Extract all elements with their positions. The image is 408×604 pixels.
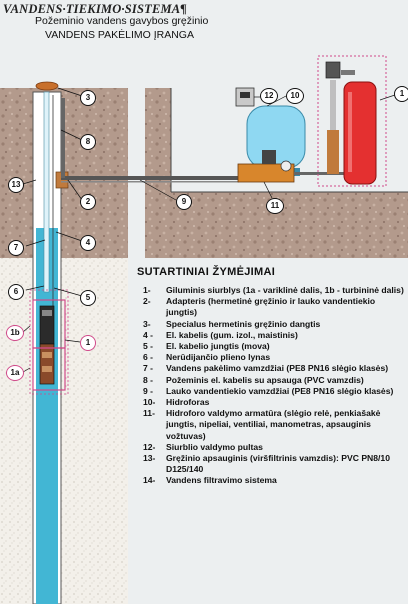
legend-num: 2- [143, 296, 151, 307]
legend-text: Gręžinio apsauginis (viršfiltrinis vamzd… [166, 453, 390, 475]
pump-group-highlight [29, 289, 69, 395]
callout-8: 8 [80, 134, 96, 150]
house-wall [145, 88, 171, 192]
legend-item: 11- Hidroforo valdymo armatūra (slėgio re… [143, 408, 405, 442]
legend-text: Specialus hermetinis gręžinio dangtis [166, 318, 321, 329]
callout-2: 2 [80, 194, 96, 210]
legend-num: 3- [143, 318, 151, 329]
legend-text: Hidroforas [166, 397, 210, 408]
legend-item: 9 - Lauko vandentiekio vamzdžiai (PE8 PN1… [143, 386, 405, 397]
house-pipe [294, 172, 354, 175]
well-cap [35, 81, 59, 91]
legend-text: Vandens filtravimo sistema [166, 475, 277, 486]
callout-10: 10 [286, 88, 304, 104]
subtitle-line-2: VANDENS PAKĖLIMO ĮRANGA [45, 29, 194, 41]
filter-highlight [317, 55, 387, 187]
legend-item: 7 - Vandens pakėlimo vamzdžiai (PE8 PN16 … [143, 363, 405, 374]
legend-num: 8 - [143, 374, 154, 385]
rising-pipe [43, 91, 50, 293]
legend-num: 1- [143, 285, 151, 295]
callout-9: 9 [176, 194, 192, 210]
callout-14: 1 [394, 86, 408, 102]
pump-motor-highlight [32, 347, 66, 391]
callout-4: 4 [80, 235, 96, 251]
legend-text: Hidroforo valdymo armatūra (slėgio relė,… [166, 408, 381, 441]
callout-13: 13 [8, 177, 24, 193]
legend-text: Giluminis siurblys (1a - variklinė dalis… [166, 285, 404, 295]
cable-protection-pipe [61, 98, 65, 178]
legend-item: 1- Giluminis siurblys (1a - variklinė dal… [143, 285, 405, 296]
legend-text: El. kabelis (gum. izol., maistinis) [166, 329, 298, 340]
callout-12: 12 [260, 88, 278, 104]
callout-6: 6 [8, 284, 24, 300]
page-title: VANDENS·TIEKIMO·SISTEMA¶ [3, 2, 187, 16]
legend-text: Siurblio valdymo pultas [166, 441, 263, 452]
legend-text: Adapteris (hermetinė gręžinio ir lauko v… [166, 296, 376, 318]
legend-text: Požeminis el. kabelis su apsauga (PVC va… [166, 374, 364, 385]
legend-num: 13- [143, 453, 156, 464]
legend-item: 13- Gręžinio apsauginis (viršfiltrinis va… [143, 453, 405, 475]
sand-layer [0, 258, 128, 604]
subtitle-line-1: Požeminio vandens gavybos gręžinio [35, 15, 209, 27]
legend-num: 7 - [143, 363, 154, 374]
legend-num: 11- [143, 408, 155, 419]
legend-text: Lauko vandentiekio vamzdžiai (PE8 PN16 s… [166, 385, 394, 396]
callout-1a: 1a [6, 365, 24, 381]
legend-num: 4 - [143, 329, 154, 340]
legend-item: 5 - El. kabelio jungtis (mova) [143, 341, 405, 352]
pump-motor [39, 343, 55, 385]
legend-title: SUTARTINIAI ŽYMĖJIMAI [137, 266, 276, 278]
legend-item: 2- Adapteris (hermetinė gręžinio ir lauko… [143, 296, 405, 318]
legend-item: 14- Vandens filtravimo sistema [143, 475, 405, 486]
legend-text: El. kabelio jungtis (mova) [166, 341, 270, 352]
legend-num: 5 - [143, 341, 154, 352]
legend-text: Nerūdijančio plieno lynas [166, 352, 271, 363]
legend-text: Vandens pakėlimo vamzdžiai (PE8 PN16 slė… [166, 363, 389, 374]
legend-num: 14- [143, 475, 156, 486]
legend-item: 10- Hidroforas [143, 397, 405, 408]
legend-item: 8 - Požeminis el. kabelis su apsauga (PVC… [143, 375, 405, 386]
callout-7: 7 [8, 240, 24, 256]
legend-num: 6 - [143, 352, 154, 363]
legend-num: 12- [143, 441, 156, 452]
legend-item: 12- Siurblio valdymo pultas [143, 442, 405, 453]
callout-3: 3 [80, 90, 96, 106]
legend-list: 1- Giluminis siurblys (1a - variklinė dal… [143, 285, 405, 487]
callout-1: 1 [80, 335, 96, 351]
callout-11: 11 [266, 198, 284, 214]
callout-5: 5 [80, 290, 96, 306]
filter-valve [325, 61, 341, 79]
outdoor-pipe [61, 176, 239, 180]
callout-1b: 1b [6, 325, 24, 341]
legend-item: 3- Specialus hermetinis gręžinio dangtis [143, 319, 405, 330]
legend-item: 4 - El. kabelis (gum. izol., maistinis) [143, 330, 405, 341]
legend-item: 6 - Nerūdijančio plieno lynas [143, 352, 405, 363]
legend-num: 10- [143, 397, 156, 408]
legend-num: 9 - [143, 385, 154, 396]
